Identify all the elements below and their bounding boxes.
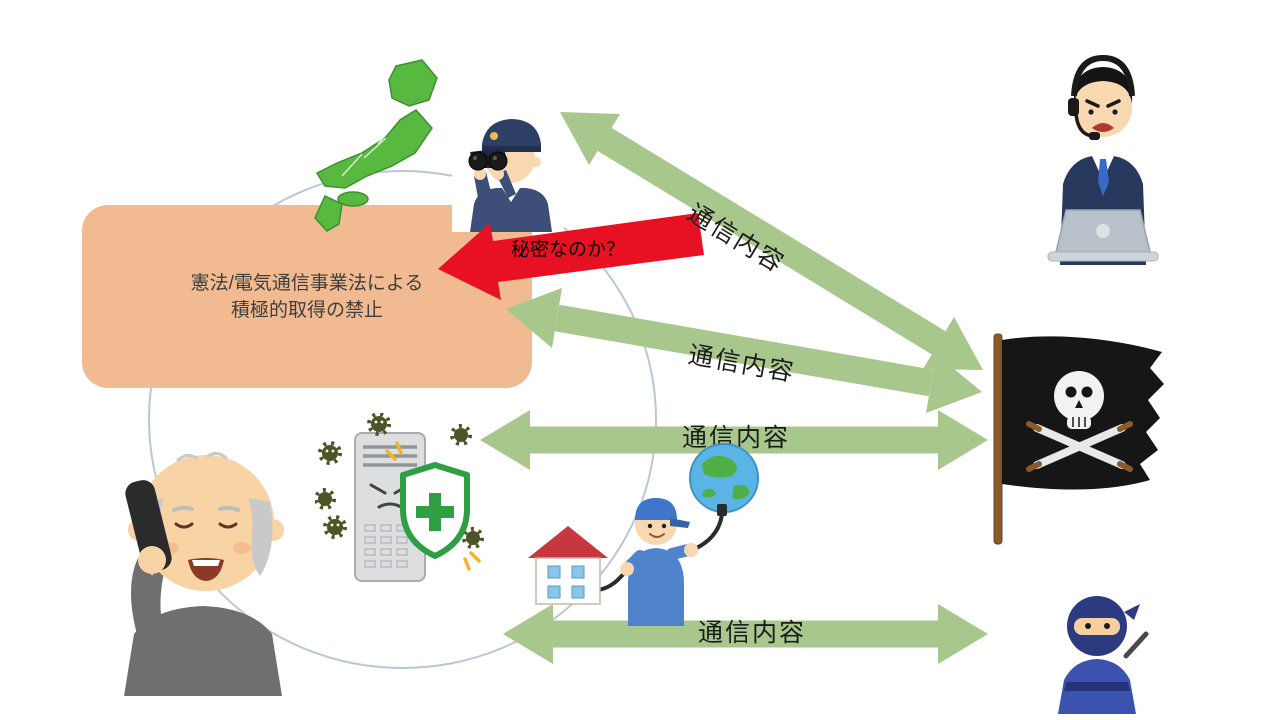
comm-arrow-label: 通信内容 — [686, 340, 798, 388]
secret-question-label: 秘密なのか？ — [510, 239, 626, 261]
angry-operator-laptop-icon — [1047, 54, 1159, 265]
law-box-text-line2: 積極的取得の禁止 — [230, 299, 383, 321]
police-officer-binoculars-icon — [452, 106, 564, 232]
internet-installer-icon — [528, 443, 759, 626]
pirate-flag-icon — [993, 333, 1164, 545]
elderly-man-phone-icon — [124, 451, 284, 696]
server-shield-virus-icon — [315, 413, 484, 582]
house-icon — [528, 526, 608, 558]
law-box-text-line1: 憲法/電気通信事業法による — [190, 272, 424, 294]
comm-arrow-label: 通信内容 — [682, 198, 790, 279]
globe-icon — [689, 443, 759, 513]
ninja-icon — [1058, 596, 1149, 714]
virus-icons — [315, 413, 484, 549]
comm-arrow-label: 通信内容 — [697, 619, 807, 647]
skull — [1054, 371, 1104, 421]
network-circle — [148, 170, 657, 669]
japan-map-icon — [314, 59, 438, 232]
